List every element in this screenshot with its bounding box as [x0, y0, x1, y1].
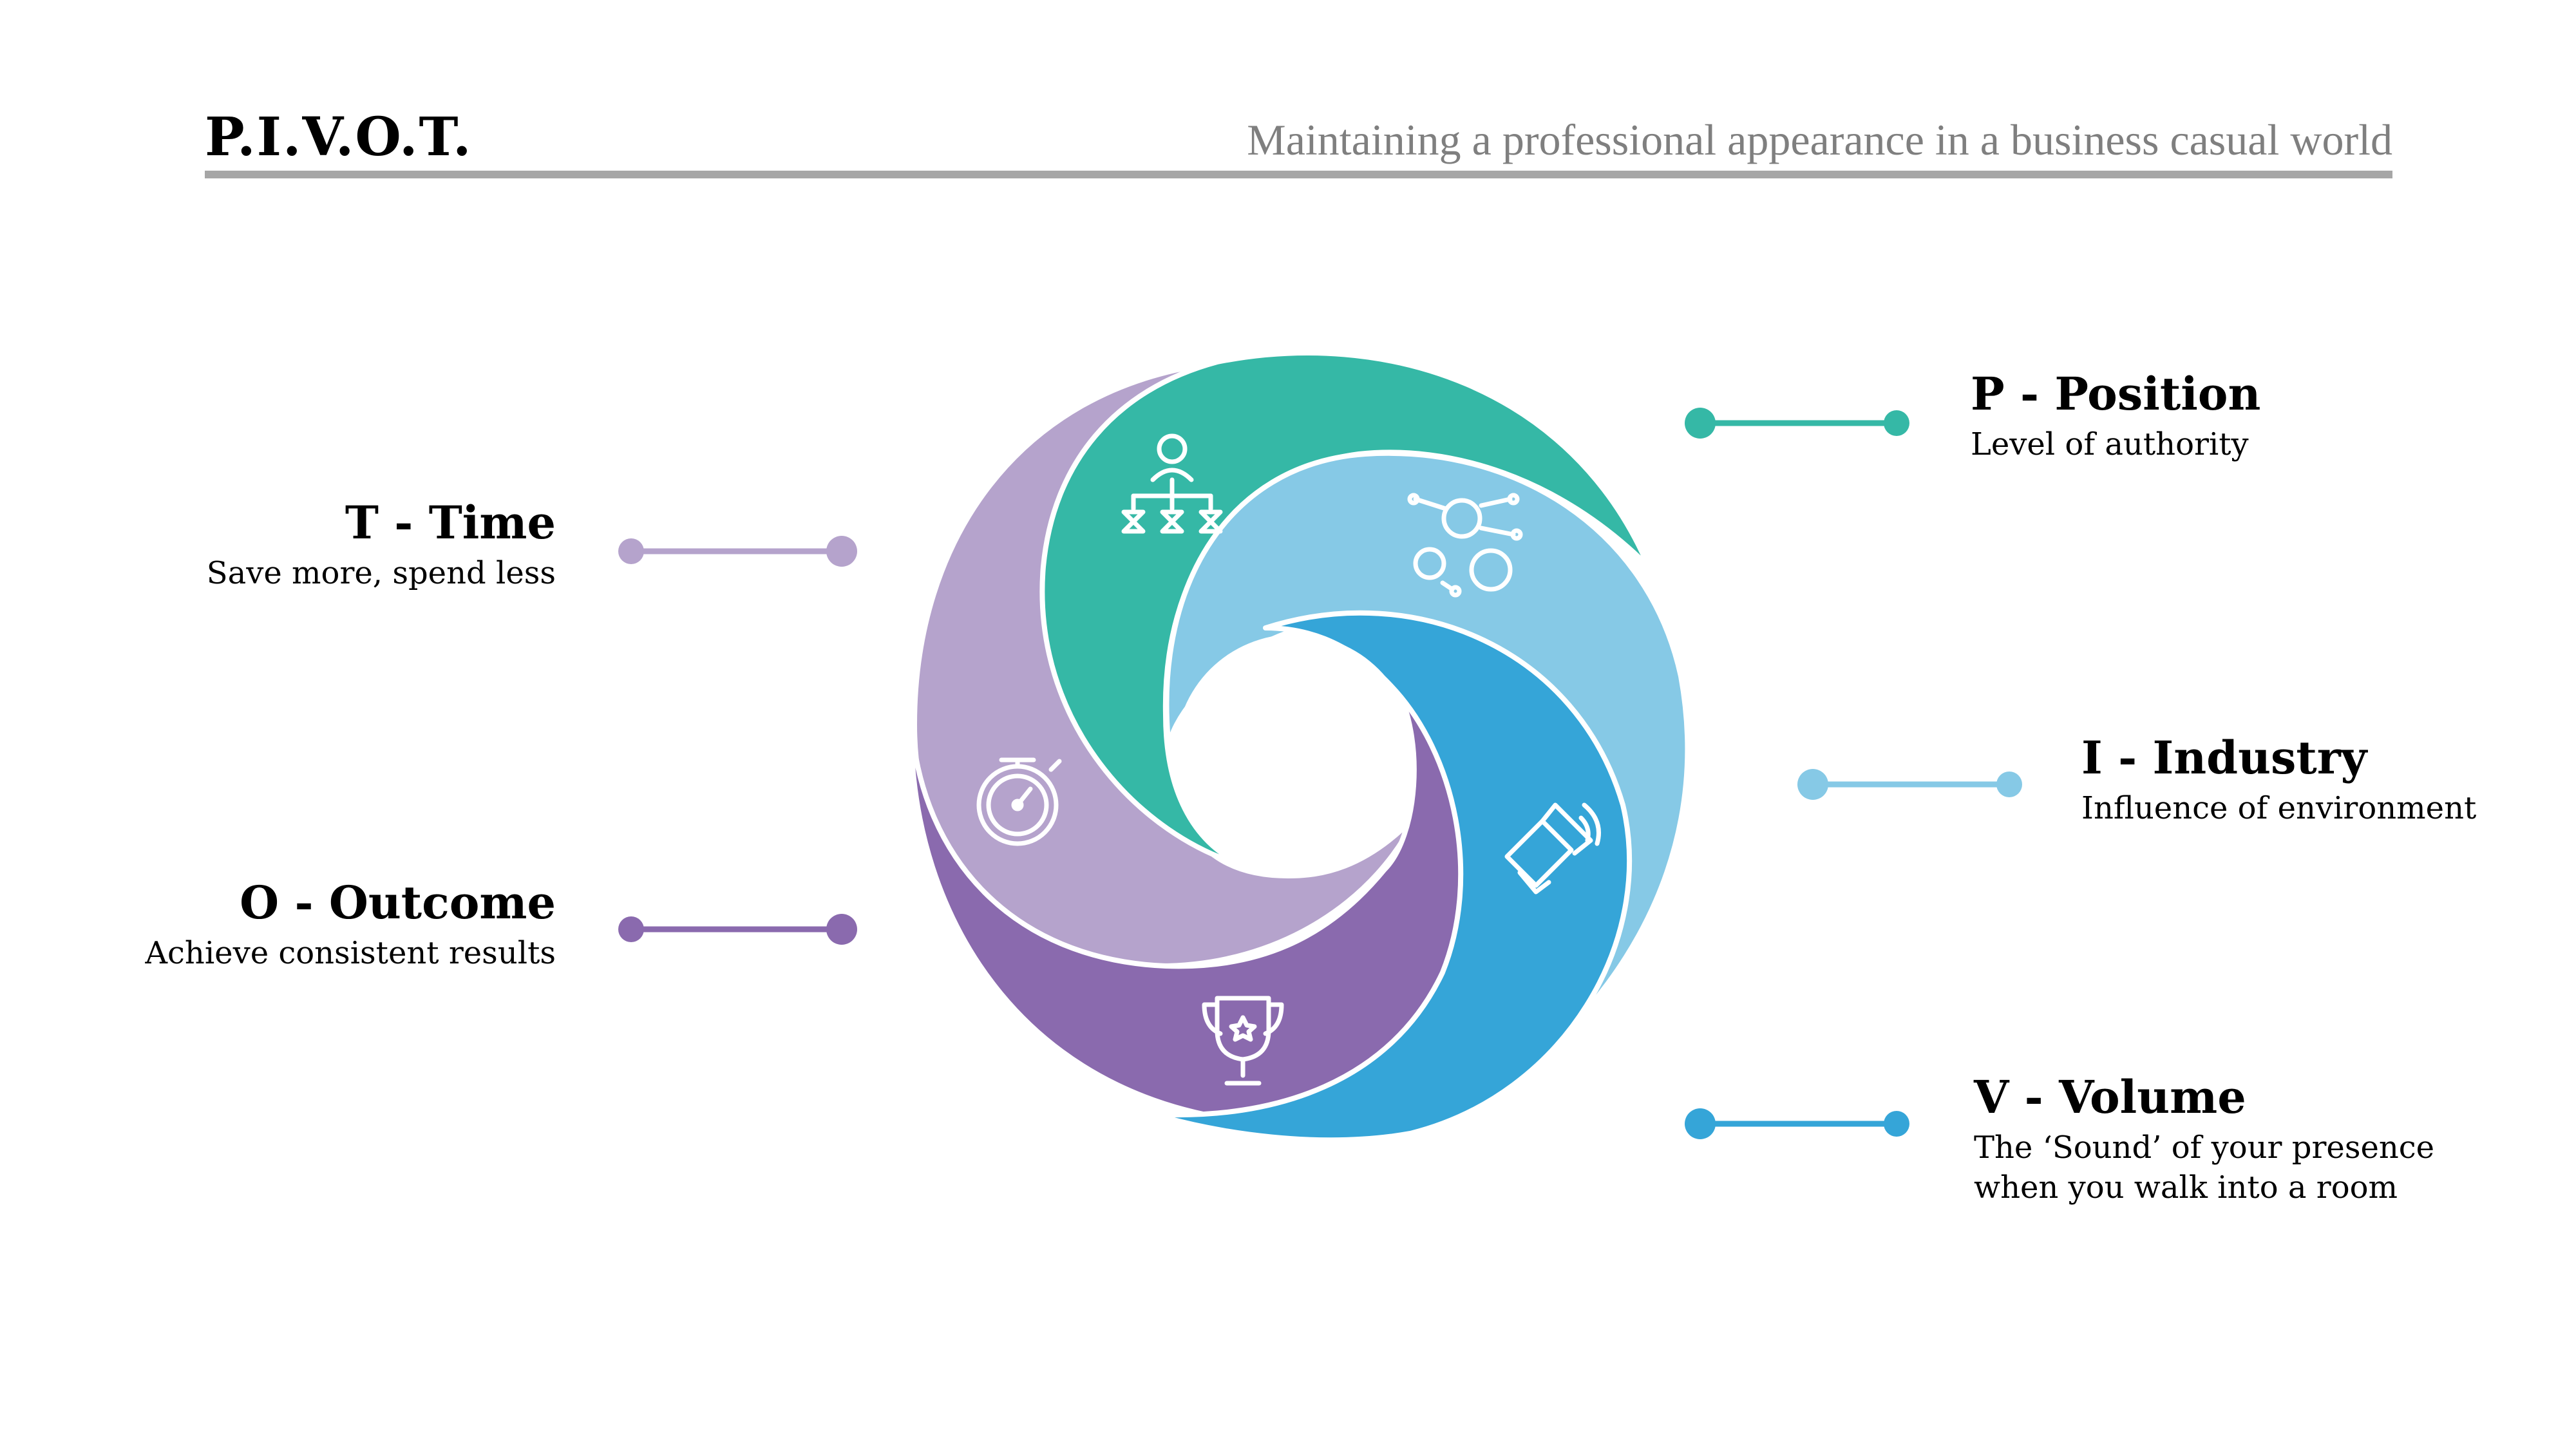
network-people-icon [1407, 493, 1523, 598]
title-divider [205, 171, 2392, 178]
label-position: P - Position Level of authority [1971, 367, 2260, 464]
stopwatch-icon [976, 757, 1062, 846]
megaphone-icon [1504, 802, 1601, 895]
connector-dot-volume-start [1685, 1108, 1716, 1139]
connector-dot-time-start [618, 538, 644, 564]
label-outcome-heading: O - Outcome [240, 876, 556, 929]
page-title: P.I.V.O.T. [205, 106, 473, 168]
label-volume: V - Volume The ‘Sound’ of your presence … [1974, 1070, 2434, 1208]
label-position-heading: P - Position [1971, 367, 2261, 421]
label-outcome: O - Outcome Achieve consistent results [145, 876, 556, 973]
label-time-description: Save more, spend less [206, 555, 556, 591]
label-industry-description: Influence of environment [2081, 790, 2477, 826]
label-outcome-description: Achieve consistent results [145, 935, 556, 971]
connector-dot-industry-start [1797, 769, 1828, 800]
label-time: T - Time Save more, spend less [207, 496, 556, 593]
connector-dot-outcome-start [618, 916, 644, 942]
label-position-description: Level of authority [1971, 426, 2249, 462]
label-industry-heading: I - Industry [2081, 731, 2367, 784]
label-volume-description-line2: when you walk into a room [1974, 1170, 2398, 1206]
connector-dot-outcome-end [826, 914, 857, 945]
label-time-heading: T - Time [345, 496, 556, 549]
label-industry: I - Industry Influence of environment [2081, 731, 2476, 828]
trophy-icon [1202, 996, 1284, 1086]
connector-dot-industry-end [1996, 772, 2022, 797]
label-volume-description: The ‘Sound’ of your presence [1974, 1130, 2435, 1166]
label-volume-heading: V - Volume [1974, 1070, 2246, 1124]
swirl-center [1175, 634, 1414, 873]
swirl-segment-volume [1150, 610, 1633, 1143]
page-subtitle: Maintaining a professional appearance in… [1247, 115, 2392, 164]
org-chart-icon [1121, 433, 1223, 534]
connector-dot-position-start [1685, 408, 1716, 439]
connector-dot-position-end [1884, 410, 1909, 436]
connector-dot-time-end [826, 536, 857, 567]
connector-dot-volume-end [1884, 1111, 1909, 1137]
